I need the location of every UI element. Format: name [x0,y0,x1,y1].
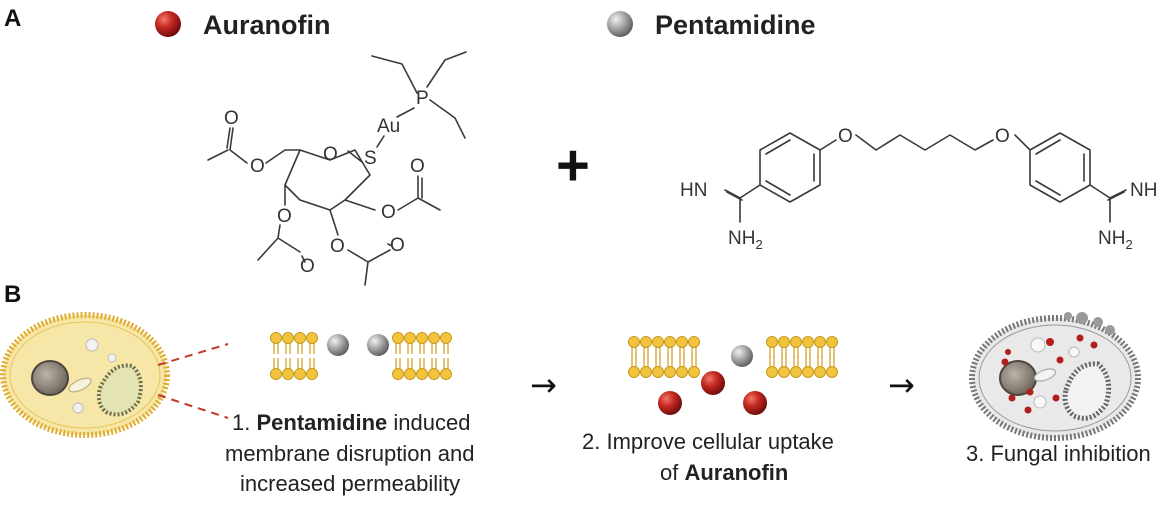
amine-label-right: NH2 [1098,228,1133,252]
vacuole-icon-inhibited [1062,361,1112,421]
panel-label-a: A [4,5,21,32]
auranofin-structure: P Au S O O O O O O O O O [207,51,467,286]
auranofin-molecule-1 [701,371,725,395]
vacuole-icon [96,363,143,417]
fungal-cell [0,312,170,438]
step2-line1: 2. Improve cellular uptake [582,429,834,454]
arrow-step1-to-step2: → [530,366,557,404]
gold-atom-label: Au [377,116,400,137]
pentamidine-structure: O O HN NH2 NH NH2 [680,126,1157,252]
auranofin-legend-label: Auranofin [203,10,331,40]
pentamidine-molecule-1 [327,334,349,356]
mitochondrion-icon [68,377,92,393]
ether-oxygen-label-right: O [995,126,1010,147]
ester-oxygen-label-4: O [277,206,292,227]
imine-label-left: HN [680,180,707,201]
amine-label-left: NH2 [728,228,763,252]
pentamidine-legend-label: Pentamidine [655,10,816,40]
panel-label-b: B [4,281,21,308]
step2-line2: of Auranofin [660,460,788,485]
arrow-step2-to-step3: → [888,366,915,404]
carbonyl-oxygen-label-3: O [390,235,405,256]
sulfur-atom-label: S [364,148,377,169]
pentamidine-molecule-3 [731,345,753,367]
carbonyl-oxygen-label-2: O [410,156,425,177]
ether-oxygen-label-left: O [838,126,853,147]
ring-oxygen-label: O [323,144,338,165]
phosphorus-atom-label: P [416,88,429,109]
carbonyl-oxygen-label-1: O [224,108,239,129]
membrane-segment-step1 [270,332,452,380]
zoom-line-bottom [157,394,229,419]
inhibited-fungal-cell [969,312,1141,441]
pentamidine-legend-icon [607,11,633,37]
auranofin-molecule-2 [658,391,682,415]
step1-line2: membrane disruption and [225,441,474,466]
zoom-line-top [157,343,229,366]
step3-line1: 3. Fungal inhibition [966,441,1151,466]
nucleus-icon [31,360,69,396]
ester-oxygen-label-2: O [381,202,396,223]
membrane-segment-step2 [628,336,838,378]
plus-sign: + [556,133,590,198]
step1-line1: 1. Pentamidine induced [232,410,470,435]
auranofin-molecule-3 [743,391,767,415]
imine-label-right: NH [1130,180,1157,201]
pentamidine-molecule-2 [367,334,389,356]
ester-oxygen-label-3: O [330,236,345,257]
auranofin-legend-icon [155,11,181,37]
carbonyl-oxygen-label-4: O [300,256,315,277]
ester-oxygen-label-1: O [250,156,265,177]
step1-line3: increased permeability [240,471,460,496]
